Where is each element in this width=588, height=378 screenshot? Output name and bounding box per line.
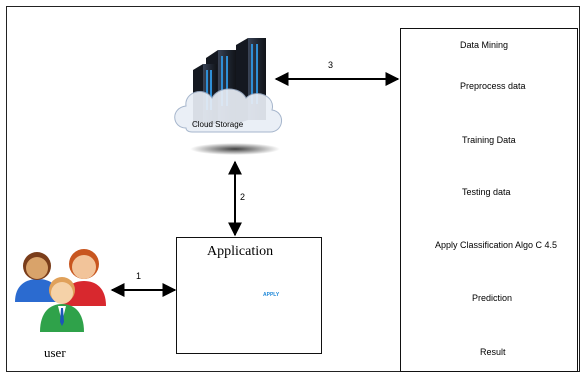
- user-label: user: [44, 345, 66, 360]
- application-box: [176, 237, 322, 354]
- users-icon: [15, 249, 106, 332]
- cloud-shape: [174, 88, 282, 133]
- connector-3-label: 3: [328, 60, 334, 70]
- cloud-storage-icon: [174, 38, 282, 155]
- application-title: Application: [207, 244, 274, 259]
- step-prediction: Prediction: [472, 293, 513, 303]
- cloud-shadow: [190, 143, 280, 155]
- step-result: Result: [480, 347, 506, 357]
- connector-2-label: 2: [240, 192, 246, 202]
- step-classification: Apply Classification Algo C 4.5: [435, 240, 558, 250]
- diagram-frame: [6, 6, 580, 372]
- connector-1-label: 1: [136, 271, 142, 281]
- step-testing: Testing data: [462, 187, 511, 197]
- data-mining-box: [400, 28, 578, 372]
- step-training: Training Data: [462, 135, 516, 145]
- step-preprocess: Preprocess data: [460, 81, 526, 91]
- cloud-storage-label: Cloud Storage: [192, 120, 244, 129]
- data-mining-title: Data Mining: [460, 40, 509, 50]
- apply-text: APPLY: [263, 292, 280, 298]
